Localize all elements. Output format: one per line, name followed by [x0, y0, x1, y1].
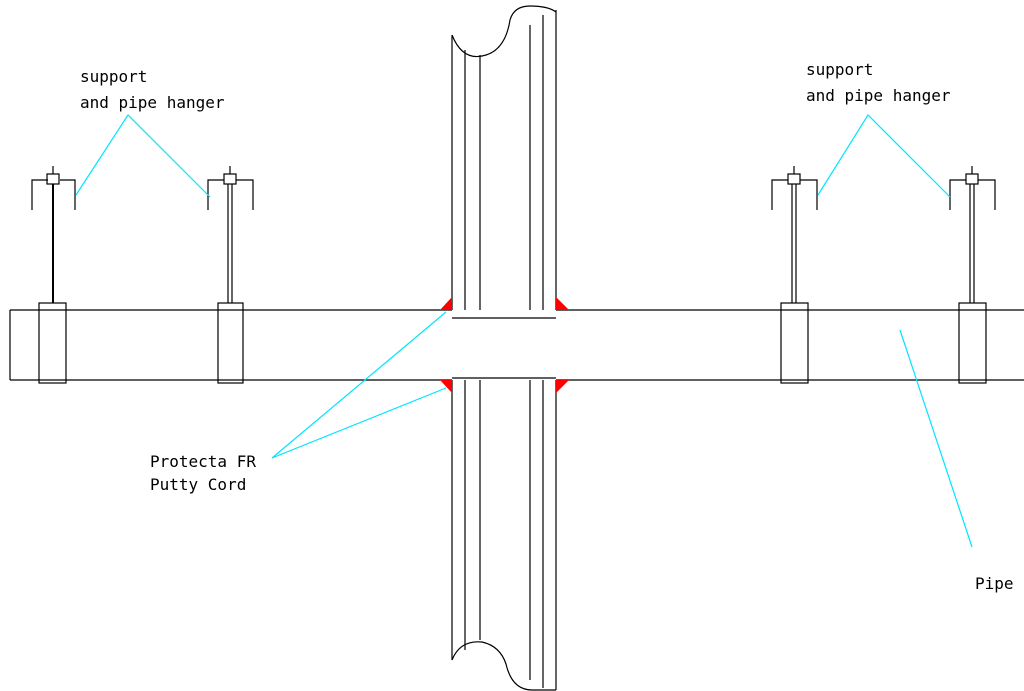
hanger-4-clamp	[958, 302, 987, 384]
label-hanger-right-line2: and pipe hanger	[806, 86, 951, 105]
leader-lines	[75, 114, 973, 548]
hanger-3-support-bracket	[771, 179, 818, 210]
label-hanger-right-line1: support	[806, 60, 873, 79]
leader-hanger-left	[75, 114, 211, 198]
hanger-4-support-bracket	[949, 179, 996, 210]
hanger-2-nut	[223, 173, 237, 185]
wall	[451, 5, 557, 691]
putty-seals	[440, 297, 569, 393]
hanger-3	[771, 166, 818, 384]
label-putty-line2: Putty Cord	[150, 475, 246, 494]
hanger-4	[949, 166, 996, 384]
labels: support and pipe hanger support and pipe…	[80, 60, 1014, 593]
label-pipe: Pipe	[975, 574, 1014, 593]
seal-top-right	[556, 297, 569, 310]
hanger-2-clamp	[217, 302, 244, 384]
hanger-2-support-bracket	[207, 179, 254, 210]
seal-bottom-right	[556, 380, 569, 393]
leader-putty	[271, 311, 447, 459]
leader-pipe	[899, 329, 973, 548]
label-hanger-left-line2: and pipe hanger	[80, 93, 225, 112]
hanger-1-clamp	[38, 302, 67, 384]
hanger-1-nut	[46, 173, 60, 185]
wall-bottom-break	[451, 641, 556, 691]
hanger-4-nut	[965, 173, 979, 185]
wall-top-break	[451, 5, 557, 58]
seal-bottom-left	[440, 380, 452, 393]
hanger-1	[31, 166, 76, 384]
pipe	[9, 309, 1024, 381]
leader-hanger-right	[817, 114, 951, 198]
label-hanger-left-line1: support	[80, 67, 147, 86]
hanger-1-support-bracket	[31, 179, 76, 210]
hanger-2	[207, 166, 254, 384]
label-putty-line1: Protecta FR	[150, 452, 256, 471]
hanger-3-nut	[787, 173, 801, 185]
hanger-3-clamp	[780, 302, 809, 384]
seal-top-left	[440, 297, 452, 310]
